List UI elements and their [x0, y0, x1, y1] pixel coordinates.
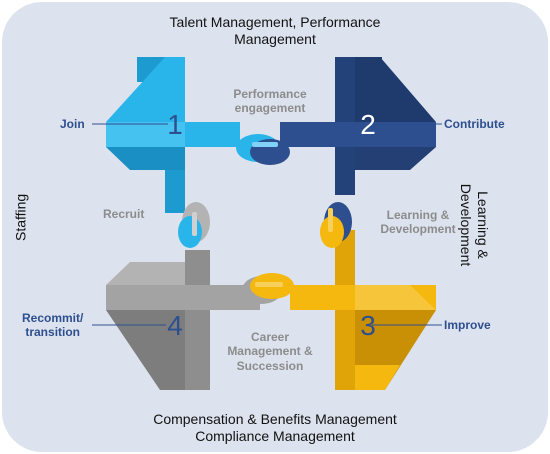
stage-3-label: Improve — [444, 318, 491, 332]
stage-2-label: Contribute — [444, 117, 505, 131]
stage-4-arm — [106, 250, 260, 390]
stage-1-arm — [106, 57, 240, 213]
stage-4-label-line-1: Recommit/ — [22, 311, 84, 325]
handshake-bottom-icon — [242, 273, 294, 304]
transition-right-label: Learning & Development — [368, 208, 468, 237]
outer-bottom-label: Compensation & Benefits Management Compl… — [0, 411, 550, 445]
transition-bottom-label: Career Management & Succession — [215, 330, 325, 373]
transition-right-line-2: Development — [380, 222, 456, 237]
outer-top-line-2: Management — [234, 30, 316, 47]
stage-2-arm — [280, 57, 436, 195]
transition-top-line-2: engagement — [234, 101, 306, 116]
outer-bottom-line-1: Compensation & Benefits Management — [153, 411, 397, 427]
stage-3-arm — [290, 230, 436, 390]
outer-top-line-1: Talent Management, Performance — [169, 14, 381, 30]
handshake-top-icon — [236, 134, 290, 165]
transition-bottom-line-1: Career — [250, 330, 290, 344]
stage-3-number: 3 — [360, 310, 376, 341]
handshake-left-icon — [178, 202, 210, 248]
outer-top-label: Talent Management, Performance Managemen… — [0, 14, 550, 48]
outer-bottom-line-2: Compliance Management — [195, 427, 355, 444]
transition-top-line-1: Performance — [233, 87, 307, 101]
stage-4-label: Recommit/ transition — [22, 311, 83, 340]
transition-top-label: Performance engagement — [220, 87, 320, 116]
stage-1-number: 1 — [167, 109, 183, 140]
transition-bottom-line-3: Succession — [236, 358, 304, 373]
outer-right-line-1: Learning & — [474, 191, 491, 259]
transition-right-line-1: Learning & — [386, 208, 450, 222]
transition-bottom-line-2: Management & — [227, 344, 313, 359]
stage-1-label: Join — [60, 117, 85, 131]
handshake-right-icon — [320, 202, 352, 248]
outer-left-label: Staffing — [12, 193, 29, 242]
stage-4-number: 4 — [167, 310, 183, 341]
transition-left-label: Recruit — [103, 207, 145, 221]
stage-2-number: 2 — [360, 109, 376, 140]
stage-4-label-line-2: transition — [25, 325, 81, 340]
